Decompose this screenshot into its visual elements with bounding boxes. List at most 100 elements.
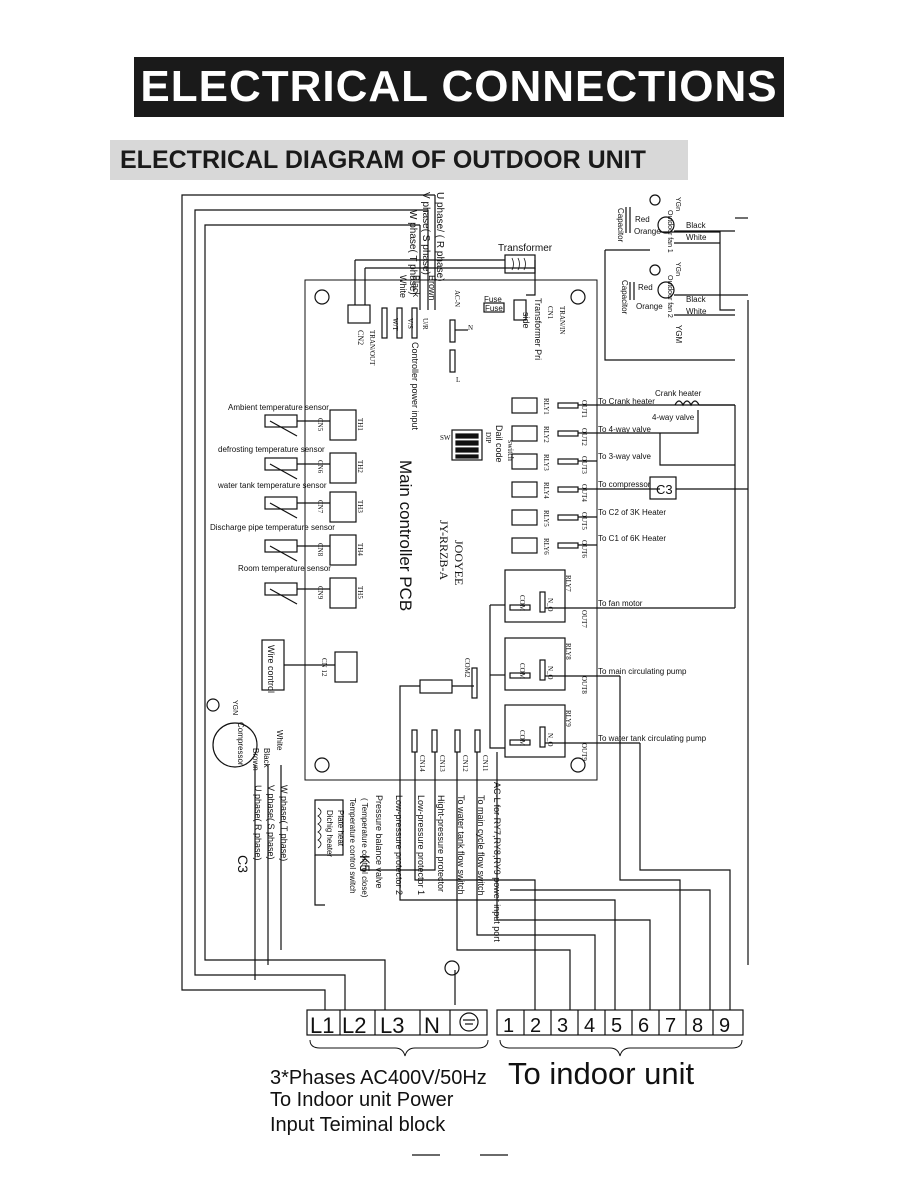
pcb-model: JY-RRZB-A — [437, 520, 451, 580]
pcb-title: Main controller PCB — [396, 460, 415, 611]
sensor-cn-label: CN8 — [316, 543, 324, 557]
crank-heater-label: Crank heater — [655, 389, 702, 398]
w-phase-label: W phase( T phase) — [407, 210, 418, 295]
relay-out-label: To C1 of 6K Heater — [598, 534, 666, 543]
l-label: L — [456, 376, 460, 384]
terminal-l3: L3 — [380, 1013, 404, 1038]
terminal-l1: L1 — [310, 1013, 334, 1038]
ground-icon — [444, 960, 460, 976]
k5-label: K5 — [357, 855, 373, 872]
page-title: ELECTRICAL CONNECTIONS — [140, 62, 778, 111]
com2-label: COM2 — [463, 658, 471, 678]
relay-out-label: To main circulating pump — [598, 667, 687, 676]
compressor-black-label: Black — [262, 748, 271, 769]
fan2-ygm-label: YGM — [674, 325, 683, 344]
sensor-th-label: TH4 — [356, 543, 364, 556]
pcb-mount-hole — [314, 757, 330, 773]
subtitle-banner: ELECTRICAL DIAGRAM OF OUTDOOR UNIT — [110, 140, 688, 180]
c3-contactor — [649, 476, 677, 500]
tran-out-label: TRAN/OUT — [368, 330, 376, 366]
tran-in-label: TRAN/IN — [558, 306, 566, 334]
out3-label: OUT3 — [580, 456, 588, 474]
sensor-label: Discharge pipe temperature sensor — [210, 523, 335, 532]
n-label: N — [468, 324, 473, 332]
fan2-orange-label: Orange — [636, 302, 663, 311]
cn1-connector — [513, 299, 527, 321]
fan1-label: Outdoor fan 1 — [666, 210, 673, 253]
fan1-ygn-label: YGn — [674, 197, 681, 211]
out4-label: OUT4 — [580, 484, 588, 502]
terminal-6: 6 — [638, 1015, 649, 1037]
rly3-label: RLY3 — [542, 454, 550, 471]
relay-out-label: To 3-way valve — [598, 452, 651, 461]
no-label: N_O — [546, 733, 554, 747]
sensor-ambient: Ambient temperature sensor CN5 TH1 — [228, 403, 364, 441]
cn11-label: CN11 — [481, 755, 489, 772]
cn12-label-b: CN12 — [461, 755, 469, 772]
fuse — [483, 302, 505, 313]
sensor-label: Ambient temperature sensor — [228, 403, 329, 412]
com-label: COM — [518, 663, 526, 680]
com-label: COM — [518, 595, 526, 612]
out1-label: OUT1 — [580, 400, 588, 418]
fan2-ygn-label: YGn — [674, 262, 681, 276]
sensor-room: Room temperature sensor CN9 TH5 — [238, 564, 364, 609]
relay-out-label: To Crank heater — [598, 397, 655, 406]
indoor-caption: To indoor unit — [508, 1056, 695, 1091]
main-pcb-board — [304, 279, 598, 781]
dichig-heater-label: Dichig heater — [325, 810, 334, 857]
fan2-capacitor-label: Capacitor — [620, 280, 629, 315]
pcb-mount-hole — [570, 289, 586, 305]
fan1-red-label: Red — [635, 215, 650, 224]
compressor-brown-label: Brown — [251, 748, 260, 771]
rly1-label: RLY1 — [542, 398, 550, 415]
fan1-black-label: Black — [686, 221, 707, 230]
out8-label: OUT8 — [580, 676, 588, 694]
section-title: ELECTRICAL DIAGRAM OF OUTDOOR UNIT — [120, 146, 646, 174]
transformer-label: Transformer — [498, 243, 553, 254]
sensor-defrost: defrosting temperature sensor CN6 TH2 — [218, 445, 364, 484]
pcb-mount-hole — [570, 757, 586, 773]
terminal-7: 7 — [665, 1015, 676, 1037]
title-banner: ELECTRICAL CONNECTIONS — [134, 57, 784, 117]
temp-control-label: Temperature control switch — [348, 798, 357, 894]
terminal-1: 1 — [503, 1015, 514, 1037]
cn2-label: CN2 — [356, 330, 365, 345]
relay-out-label: To water tank circulating pump — [598, 734, 707, 743]
relay-rly9: COM N_O RLY9 OUT9 — [504, 704, 588, 761]
out6-label: OUT6 — [580, 540, 588, 558]
relay-rly8: COM N_O RLY8 OUT8 — [504, 637, 588, 694]
sensor-th-label: TH1 — [356, 418, 364, 431]
terminal-4: 4 — [584, 1015, 595, 1037]
transformer-pri-label: Transformer Pri — [533, 298, 543, 360]
relay-out-label: To 4-way valve — [598, 425, 651, 434]
compressor-c3-label: C3 — [235, 855, 251, 873]
compressor-v-label: V phase( S phase) — [266, 785, 276, 860]
cn1-label: CN1 — [546, 306, 554, 320]
sensor-cn-label: CN9 — [316, 586, 324, 600]
compressor-u-label: U phase( R phase) — [253, 785, 263, 861]
fan2-label: Outdoor fan 2 — [666, 275, 673, 318]
fuse-label: Fuse — [484, 295, 502, 304]
relay-out-label: To fan motor — [598, 599, 643, 608]
plate-heater — [314, 799, 344, 856]
compressor-w-label: W phase( T phase) — [279, 785, 289, 861]
rly4-label: RLY4 — [542, 482, 550, 499]
com-label: COM — [518, 730, 526, 747]
cn12-label: CN 12 — [320, 658, 328, 677]
ac-n-label: AC-N — [453, 290, 461, 307]
no-label: N_O — [546, 598, 554, 612]
rly8-label: RLY8 — [564, 643, 572, 660]
sensor-cn-label: CN6 — [316, 460, 324, 474]
temp-control-close-label: ( Temperature control close) — [360, 798, 369, 898]
no-label: N_O — [546, 666, 554, 680]
compressor-label: Compressor — [236, 722, 245, 766]
cn13-label: CN13 — [438, 755, 446, 772]
terminal-n: N — [424, 1013, 440, 1038]
rly9-label: RLY9 — [564, 710, 572, 727]
dip-switch[interactable] — [451, 429, 483, 461]
brown-label: Brown — [427, 275, 437, 301]
rly6-label: RLY6 — [542, 538, 550, 555]
fan2-white-label: White — [686, 307, 707, 316]
